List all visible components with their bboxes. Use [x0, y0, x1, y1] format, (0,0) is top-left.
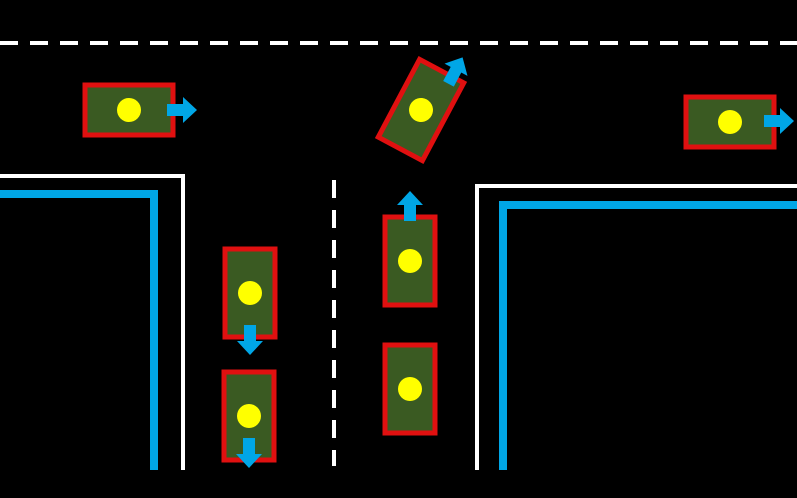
vehicle-v6 — [385, 191, 435, 305]
vehicle-v5 — [224, 372, 274, 468]
vehicle-v2 — [378, 51, 475, 161]
left-curb-line — [0, 174, 185, 470]
right-boundary-line — [499, 201, 797, 470]
vehicle-v3 — [686, 97, 794, 147]
right-curb-line — [475, 184, 797, 470]
vehicle-v7 — [385, 345, 435, 433]
vehicle-v4 — [225, 249, 275, 355]
vehicle-v1 — [85, 85, 197, 135]
left-boundary-line — [0, 190, 158, 470]
